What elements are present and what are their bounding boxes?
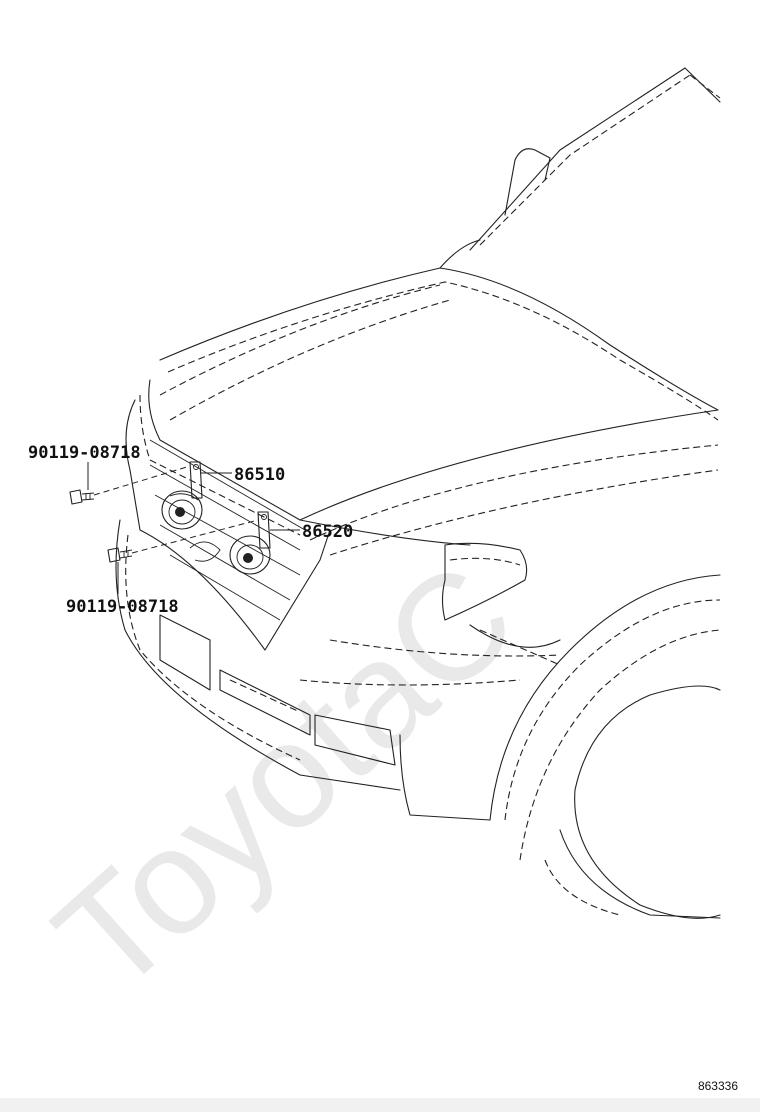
bottom-strip bbox=[0, 1098, 760, 1112]
horn-bracket-icon bbox=[257, 511, 271, 549]
wheel-arch bbox=[489, 574, 721, 821]
horn-86510-drawing bbox=[161, 461, 203, 530]
part-label-86510: 86510 bbox=[234, 465, 285, 485]
part-label-86520: 86520 bbox=[302, 522, 353, 542]
license-plate-area bbox=[159, 614, 211, 691]
horn-bracket-icon bbox=[189, 461, 203, 499]
figure-reference: 863336 bbox=[698, 1079, 738, 1093]
bolt-lower-drawing bbox=[107, 547, 133, 563]
leader-bolt-upper-dashed bbox=[93, 465, 191, 496]
bolt-upper-drawing bbox=[69, 489, 95, 505]
fog-lamp bbox=[314, 714, 396, 766]
horn-high-icon bbox=[161, 490, 203, 530]
tyre bbox=[574, 685, 721, 791]
bolt-icon bbox=[69, 489, 83, 505]
part-label-bolt-lower: 90119-08718 bbox=[66, 597, 179, 617]
vehicle-outline bbox=[115, 67, 721, 919]
headlight bbox=[441, 542, 528, 621]
side-mirror bbox=[504, 148, 551, 216]
bolt-icon bbox=[107, 547, 121, 563]
grille bbox=[125, 399, 331, 651]
part-label-bolt-upper: 90119-08718 bbox=[28, 443, 141, 463]
leader-bolt-lower-dashed bbox=[131, 519, 259, 554]
horn-low-icon bbox=[229, 535, 271, 575]
bumper bbox=[115, 519, 401, 791]
horn-86520-drawing bbox=[189, 511, 271, 575]
